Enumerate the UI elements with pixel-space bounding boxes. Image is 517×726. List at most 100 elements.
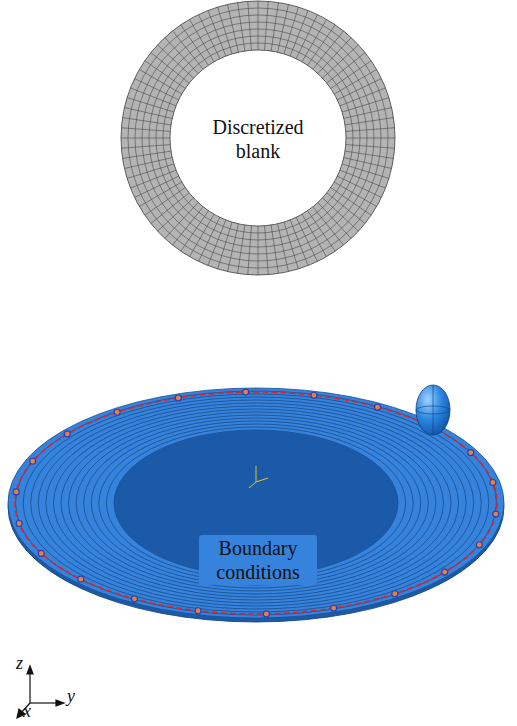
constraint-marker: [263, 611, 269, 617]
mesh-spoke: [208, 10, 226, 56]
mesh-spoke: [127, 98, 174, 112]
mesh-spoke: [199, 217, 220, 261]
mesh-spoke: [337, 79, 381, 100]
mesh-spoke: [290, 10, 308, 56]
constraint-marker: [114, 409, 120, 415]
mesh-spoke: [271, 3, 278, 51]
mesh-ring: [135, 15, 381, 261]
mesh-spoke: [208, 220, 226, 266]
mesh-spoke: [248, 226, 252, 275]
mesh-spoke: [121, 145, 170, 149]
mesh-spoke: [334, 70, 376, 95]
mesh-spoke: [318, 38, 351, 74]
mesh-spoke: [296, 15, 317, 59]
mesh-ring: [61, 409, 451, 597]
mesh-ring: [38, 400, 473, 606]
mesh-spoke: [337, 176, 381, 197]
mesh-spoke: [218, 222, 232, 269]
constraint-marker: [175, 395, 181, 401]
mesh-spoke: [158, 45, 194, 78]
forming-tool: [416, 385, 450, 435]
mesh-spoke: [135, 176, 179, 197]
mesh-ring: [76, 415, 436, 591]
mesh-ring: [46, 403, 466, 603]
mesh-spoke: [151, 53, 189, 84]
constraint-marker: [493, 511, 499, 517]
mesh-spoke: [342, 164, 389, 178]
mesh-spoke: [165, 203, 198, 239]
mesh-spoke: [130, 170, 176, 188]
mesh-spoke: [278, 224, 289, 272]
mesh-spoke: [173, 207, 204, 245]
mesh-spoke: [124, 158, 172, 169]
mesh-spoke: [340, 88, 386, 106]
constraint-marker: [243, 389, 249, 395]
constraint-marker: [468, 450, 474, 456]
constraint-marker: [442, 569, 448, 575]
mesh-spoke: [123, 118, 171, 125]
mesh-spoke: [121, 138, 170, 139]
constraint-marker: [195, 608, 201, 614]
blank-label: Boundary conditions: [199, 535, 317, 585]
mesh-spoke: [313, 207, 344, 245]
mesh-ring: [84, 418, 429, 588]
mesh-ring: [31, 397, 482, 609]
mesh-ring: [149, 29, 367, 247]
mesh-spoke: [130, 88, 176, 106]
constraint-marker: [30, 458, 36, 464]
mesh-spoke: [344, 108, 392, 119]
mesh-spoke: [135, 79, 179, 100]
blank-surface: [121, 1, 395, 275]
mesh-spoke: [290, 220, 308, 266]
constraint-marker: [38, 550, 44, 556]
mesh-ring: [91, 421, 420, 585]
mesh-spoke: [173, 31, 204, 69]
constraint-marker: [78, 576, 84, 582]
axis-label: z: [16, 653, 23, 675]
mesh-spoke: [123, 151, 171, 158]
mesh-spoke: [345, 118, 393, 125]
axis-label: y: [67, 686, 75, 708]
constraint-marker: [13, 489, 19, 495]
mesh-spoke: [258, 1, 259, 50]
mesh-spoke: [271, 225, 278, 273]
mesh-spoke: [248, 1, 252, 50]
mesh-spoke: [302, 214, 327, 256]
mesh-spoke: [346, 138, 395, 139]
mesh-spoke: [139, 182, 181, 207]
mesh-spoke: [323, 198, 359, 231]
mesh-spoke: [313, 31, 344, 69]
mesh-spoke: [121, 128, 170, 132]
mesh-ring: [69, 412, 444, 594]
constraint-marker: [311, 392, 317, 398]
mesh-spoke: [340, 170, 386, 188]
mesh-spoke: [296, 217, 317, 261]
constraint-marker: [490, 480, 496, 486]
mesh-spoke: [258, 226, 259, 275]
mesh-spoke: [284, 7, 298, 54]
constraint-marker: [392, 591, 398, 597]
mesh-spoke: [238, 3, 245, 51]
center-axis-triad: [249, 466, 268, 488]
axis-label: x: [23, 701, 31, 723]
blank-label: Discretized blank: [202, 115, 314, 163]
mesh-ring: [163, 43, 353, 233]
mesh-spoke: [199, 15, 220, 59]
mesh-spoke: [346, 128, 395, 132]
meshed-blank: [121, 1, 395, 275]
constraint-marker: [331, 605, 337, 611]
mesh-ring: [142, 22, 374, 254]
mesh-ring: [23, 394, 489, 612]
mesh-ring: [156, 36, 360, 240]
constraint-marker: [375, 404, 381, 410]
mesh-spoke: [228, 4, 239, 52]
mesh-ring: [53, 406, 458, 600]
mesh-spoke: [345, 151, 393, 158]
constraint-marker: [16, 520, 22, 526]
mesh-spoke: [346, 145, 395, 149]
mesh-spoke: [265, 226, 269, 275]
mesh-spoke: [238, 225, 245, 273]
mesh-spoke: [327, 53, 365, 84]
constraint-marker: [64, 431, 70, 437]
